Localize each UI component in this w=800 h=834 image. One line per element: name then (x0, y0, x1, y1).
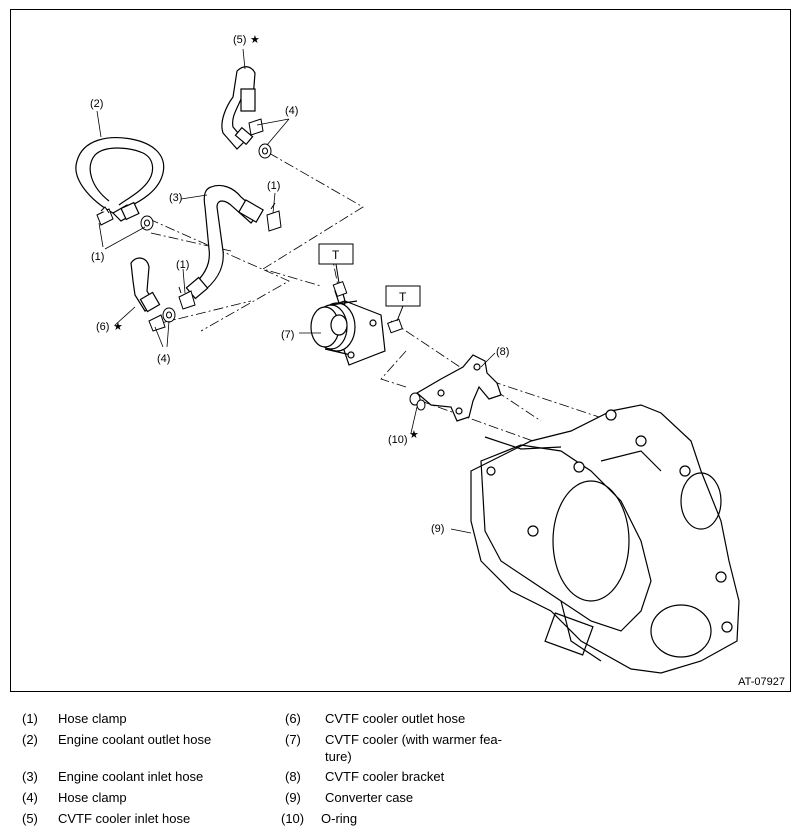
legend-text: ture) (325, 749, 352, 764)
legend-number: (8) (285, 769, 301, 784)
parts-legend: (1) Hose clamp (2) Engine coolant outlet… (0, 700, 800, 834)
torque-box-left (318, 243, 354, 284)
legend-number: (4) (22, 790, 38, 805)
callout-4-top: (4) (285, 105, 298, 117)
converter-case (470, 404, 740, 674)
callout-7: (7) (281, 329, 294, 341)
torque-mark-right: T (399, 290, 407, 304)
legend-number: (1) (22, 711, 38, 726)
torque-box-right (385, 285, 421, 322)
callout-6-star: ★ (113, 321, 123, 333)
legend-number: (9) (285, 790, 301, 805)
callout-10: (10) (388, 434, 408, 446)
callout-1-top: (1) (267, 180, 280, 192)
legend-number: (7) (285, 732, 301, 747)
leader-lines (96, 48, 496, 534)
cvtf-cooler-outlet-hose (130, 257, 161, 313)
cvtf-cooler-bracket (415, 354, 502, 422)
engine-coolant-inlet-hose (185, 184, 264, 300)
legend-number: (3) (22, 769, 38, 784)
callout-5: (5) (233, 34, 246, 46)
cvtf-cooler-inlet-hose (221, 66, 256, 150)
legend-number: (6) (285, 711, 301, 726)
cooler-bolt-right (387, 318, 403, 334)
legend-number: (5) (22, 811, 38, 826)
legend-text: CVTF cooler bracket (325, 769, 445, 784)
callout-2: (2) (90, 98, 103, 110)
torque-mark-left: T (332, 248, 340, 262)
legend-text: Hose clamp (58, 790, 127, 805)
callout-1-left: (1) (91, 251, 104, 263)
exploded-diagram: (2) (3) (1) (1) (1) (5) ★ (4) (4) (6) ★ … (10, 9, 791, 692)
callout-9: (9) (431, 523, 444, 535)
cooler-bolt-left (332, 281, 348, 297)
engine-coolant-outlet-hose (75, 137, 165, 222)
hose-clamp-1c (178, 286, 196, 310)
legend-text: CVTF cooler inlet hose (58, 811, 191, 826)
legend-number: (2) (22, 732, 38, 747)
hose-clamp-1a (96, 206, 114, 226)
figure-reference-code: AT-07927 (738, 676, 785, 688)
callout-5-star: ★ (250, 34, 260, 46)
legend-text: CVTF cooler (with warmer fea- (325, 732, 502, 747)
legend-number: (10) (281, 811, 305, 826)
callouts: (2) (3) (1) (1) (1) (5) ★ (4) (4) (6) ★ … (90, 34, 509, 535)
legend-text: Engine coolant inlet hose (58, 769, 204, 784)
callout-3: (3) (169, 192, 182, 204)
callout-4-bottom: (4) (157, 353, 170, 365)
hose-clamp-1b (266, 202, 282, 232)
hose-clamp-4b (148, 307, 176, 332)
diagram-canvas: (2) (3) (1) (1) (1) (5) ★ (4) (4) (6) ★ … (75, 34, 740, 674)
legend-text: Converter case (325, 790, 414, 805)
legend-text: CVTF cooler outlet hose (325, 711, 466, 726)
callout-1-mid: (1) (176, 259, 189, 271)
hose-clamp-1a-ring (140, 215, 154, 231)
cvtf-cooler (310, 286, 386, 366)
legend-text: O-ring (321, 811, 358, 826)
callout-10-star: ★ (409, 429, 419, 441)
hose-clamp-4a (248, 118, 272, 159)
o-ring (409, 392, 426, 411)
callout-8: (8) (496, 346, 509, 358)
legend-text: Hose clamp (58, 711, 127, 726)
callout-6: (6) (96, 321, 109, 333)
legend-text: Engine coolant outlet hose (58, 732, 212, 747)
